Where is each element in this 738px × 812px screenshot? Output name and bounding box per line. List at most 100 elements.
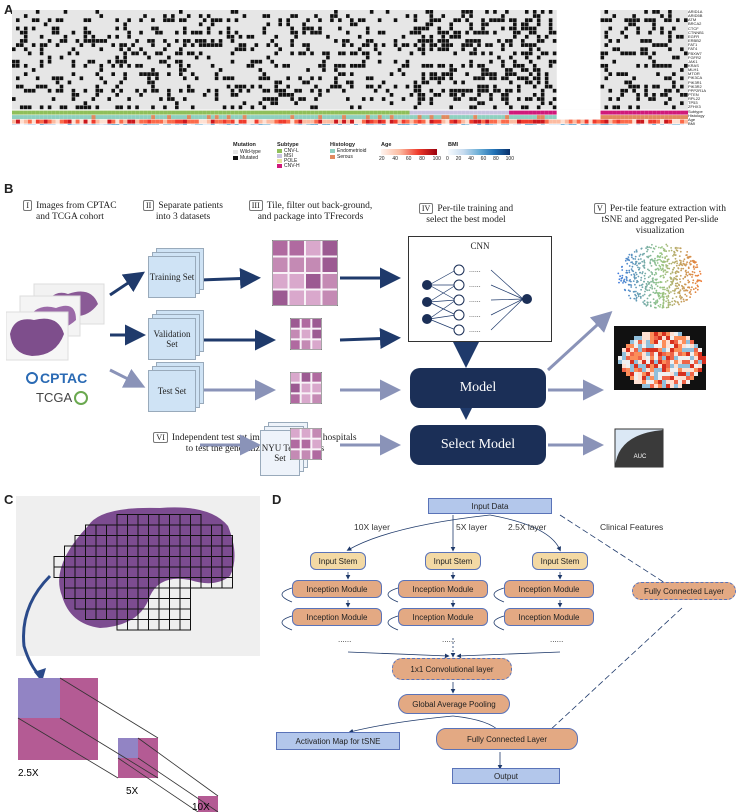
gene-label: JAK1 <box>688 58 698 64</box>
step-4-text: Per-tile training and select the best mo… <box>426 204 514 225</box>
per-slide-heatmap <box>614 326 706 390</box>
tile-mosaic-nyu <box>290 428 322 460</box>
legend-histology-items: Endometrioid Serous <box>330 148 366 160</box>
legend-mutation-items: Wild-type Mutated <box>233 149 261 161</box>
panel-letter-a: A <box>4 2 14 17</box>
legend-cnvh-label: CNV-H <box>284 162 300 169</box>
bmi-ticks-label: 20 <box>455 156 462 162</box>
fully-connected-main: Fully Connected Layer <box>436 728 578 750</box>
zoom-label-5x: 5X <box>126 786 139 797</box>
age-ticks-label: 40 <box>392 156 398 162</box>
fully-connected-clinical: Fully Connected Layer <box>632 582 736 600</box>
tile-mosaic-validation <box>290 318 322 350</box>
legend-mutated-label: Mutated <box>240 155 259 161</box>
gene-label: Subtype <box>688 108 703 114</box>
roman-badge-3: III <box>248 200 263 211</box>
bmi-ticks-label: 100 <box>505 156 514 162</box>
auc-label: AUC <box>634 454 647 460</box>
gene-label: BMI <box>688 121 696 127</box>
gene-label: PPP2R1A <box>688 87 707 93</box>
input-stem-5x: Input Stem <box>425 552 481 570</box>
gene-label: FBXW7 <box>688 50 702 56</box>
gene-label: ERBB2 <box>688 38 702 44</box>
roman-badge-6: VI <box>153 432 168 443</box>
cnn-dots-2: ...... <box>469 282 481 289</box>
gene-label: FAT4 <box>688 46 698 52</box>
panel-d-connectors: 10X layer 5X layer 2.5X layer Clinical F… <box>281 514 684 770</box>
legend-endometrioid-label: Endometrioid <box>337 148 367 154</box>
select-model-box: Select Model <box>410 425 546 465</box>
activation-map-box: Activation Map for tSNE <box>276 732 400 750</box>
tcga-logo: TCGA <box>36 390 89 405</box>
inception-module-2-5x-1: Inception Module <box>504 580 594 598</box>
panel-b-arrows <box>109 267 613 456</box>
gene-label: RPL22 <box>688 96 701 102</box>
swatch-msi <box>277 153 282 158</box>
cnn-dots-4: ...... <box>469 312 481 319</box>
layer-label-10x: 10X layer <box>354 522 390 532</box>
legend-subtype-title: Subtype <box>277 142 299 148</box>
legend-histology-title: Histology <box>330 142 356 148</box>
age-ticks-label: 100 <box>432 156 441 162</box>
tsne-scatter <box>617 243 703 309</box>
legend-cnvl-label: CNV-L <box>284 147 299 154</box>
legend-msi-label: MSI <box>284 152 293 159</box>
training-set-label: Training Set <box>149 272 195 282</box>
legend-subtype-items: CNV-L MSI POLE CNV-H <box>277 147 300 169</box>
cptac-logo-icon <box>26 372 38 384</box>
gene-label: MTOR <box>688 71 700 77</box>
gene-label: TP53 <box>688 100 698 106</box>
swatch-wildtype <box>233 150 238 154</box>
gene-label: PIK3CA <box>688 75 703 81</box>
step-2-text: Separate patients into 3 datasets <box>155 201 223 222</box>
swatch-cnvl <box>277 148 282 153</box>
test-set-card: Test Set <box>148 370 196 412</box>
conv-1x1-layer: 1x1 Convolutional layer <box>392 658 512 680</box>
gene-label: Histology <box>688 112 705 118</box>
cnn-diagram: CNN ...... ...... ...... ...... ...... <box>408 236 552 342</box>
roman-badge-2: II <box>143 200 155 211</box>
gene-label: ARID1A <box>688 9 703 14</box>
clinical-features-label: Clinical Features <box>600 522 663 532</box>
cnn-dots-3: ...... <box>469 297 481 304</box>
nyu-test-set-label: NYU Test Set <box>261 443 299 463</box>
panel-letter-b: B <box>4 181 14 196</box>
bmi-ticks-label: 0 <box>446 156 449 162</box>
inception-module-5x-2: Inception Module <box>398 608 488 626</box>
inception-module-2-5x-2: Inception Module <box>504 608 594 626</box>
tile-mosaic-test <box>290 372 322 404</box>
tcga-globe-icon <box>74 390 89 405</box>
gene-label: CTCF <box>688 25 699 31</box>
cnn-dots-5: ...... <box>469 327 481 334</box>
gene-label: ATM <box>688 17 697 23</box>
test-set-label: Test Set <box>157 386 187 396</box>
swatch-mutated <box>233 156 238 160</box>
swatch-endometrioid <box>330 149 335 153</box>
gene-label: PIK3R2 <box>688 83 702 89</box>
legend-serous-label: Serous <box>337 154 353 160</box>
gene-label: EGFR <box>688 33 700 39</box>
legend-pole-label: POLE <box>284 157 298 164</box>
gene-label: MLH1 <box>688 67 699 73</box>
output-box: Output <box>452 768 560 784</box>
validation-set-card: Validation Set <box>148 318 196 360</box>
input-stem-2-5x: Input Stem <box>532 552 588 570</box>
panel-letter-c: C <box>4 492 14 507</box>
age-ticks-label: 20 <box>379 156 385 162</box>
d-dots-3: ...... <box>550 635 563 644</box>
training-set-card: Training Set <box>148 256 196 298</box>
tcga-logo-text: TCGA <box>36 390 73 405</box>
gene-label: ZFHX3 <box>688 104 701 110</box>
cnn-network-graph: ...... ...... ...... ...... ...... <box>422 264 532 336</box>
swatch-cnvh <box>277 163 282 168</box>
panel-letter-d: D <box>272 492 282 507</box>
d-dots-1: ...... <box>338 635 351 644</box>
mutation-heatmap <box>12 10 688 125</box>
inception-module-10x-1: Inception Module <box>292 580 382 598</box>
